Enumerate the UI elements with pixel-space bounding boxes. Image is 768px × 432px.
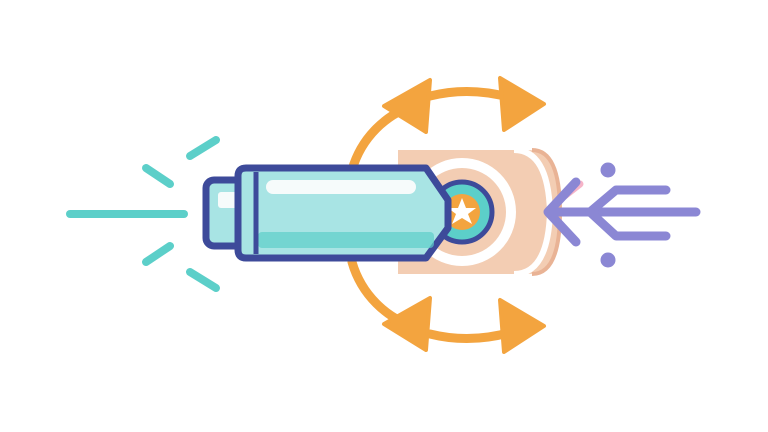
- sync-arrowhead-bottom-right: [498, 298, 546, 354]
- sync-arrowhead-bottom-left: [382, 296, 432, 352]
- data-dot-lower: [600, 252, 616, 268]
- incoming-data-arrow-icon: [543, 162, 701, 268]
- sync-arc-bottom: [425, 327, 517, 343]
- speed-line-upper-long: [186, 136, 220, 160]
- sync-arrows-icon: [347, 76, 546, 354]
- speed-line-lower-short: [142, 242, 174, 266]
- sync-arrowhead-top-right: [498, 76, 546, 132]
- speed-line-upper-short: [142, 164, 174, 188]
- incoming-branch-lower: [585, 207, 671, 241]
- incoming-branch-upper: [585, 185, 671, 217]
- speed-line-lower-long: [186, 268, 220, 292]
- usb-body-highlight: [266, 180, 416, 194]
- usb-body-shadow: [258, 232, 434, 248]
- connection-spark-icon: [448, 198, 476, 224]
- sync-arrowhead-top-left: [382, 78, 432, 134]
- data-dot-upper: [600, 162, 616, 178]
- speed-lines-icon: [66, 136, 220, 292]
- usb-drive-icon: [202, 164, 452, 262]
